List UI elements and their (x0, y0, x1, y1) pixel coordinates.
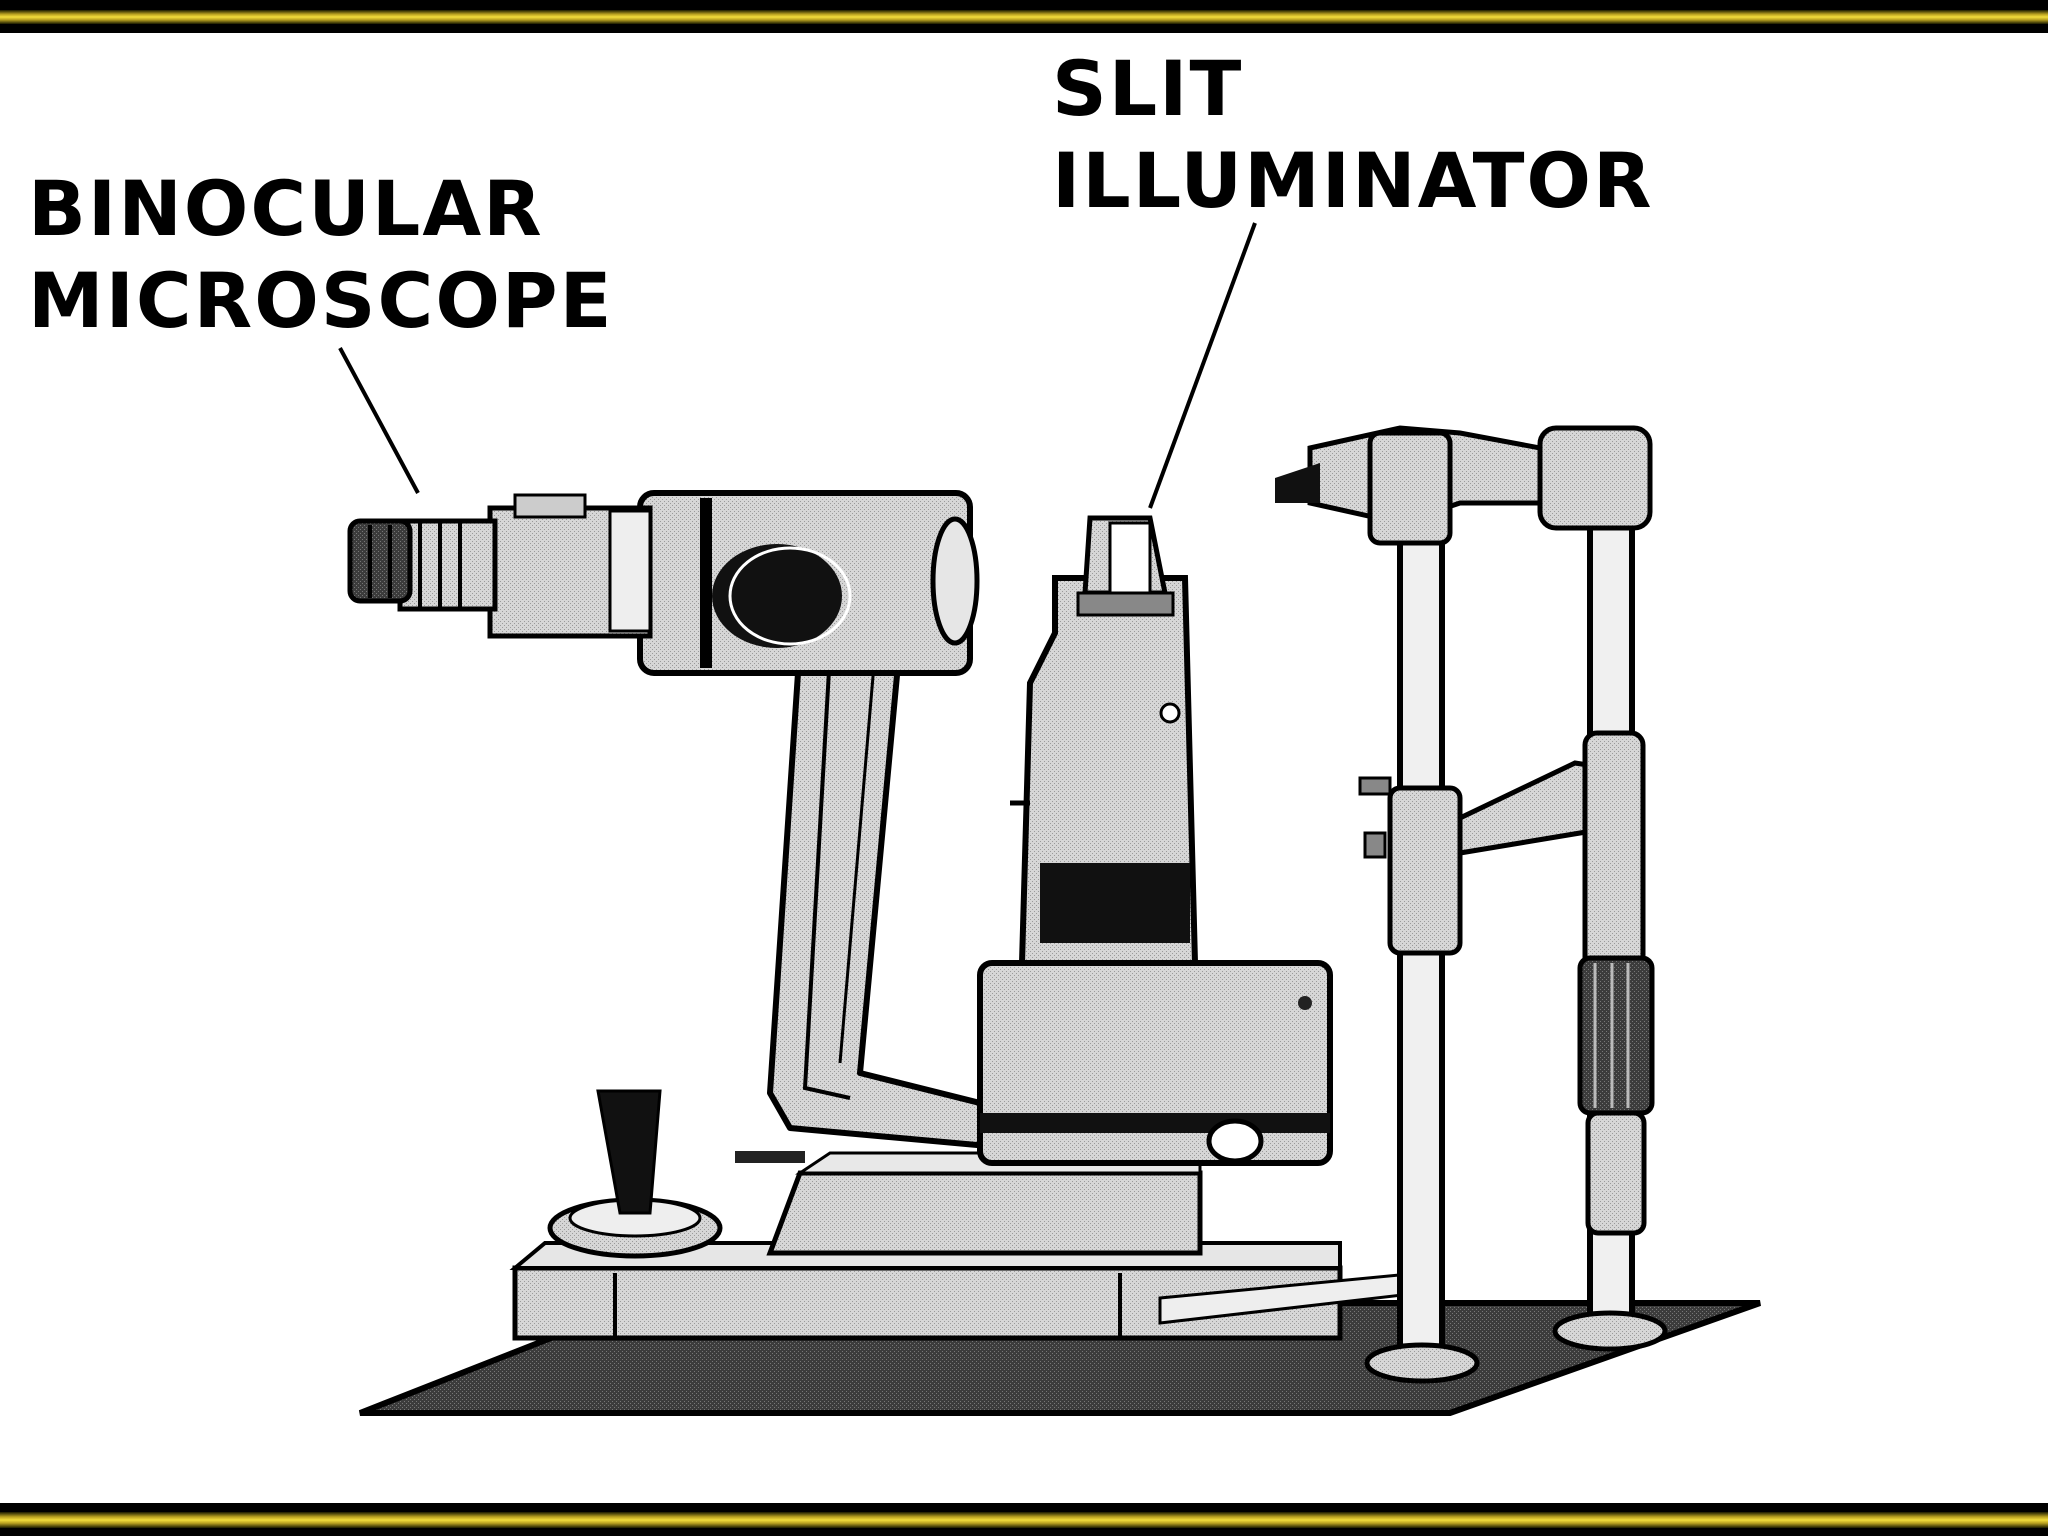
eyepiece-ring (397, 518, 498, 612)
slit-lamp-illustration (338, 222, 1762, 1416)
joystick-handle (596, 1089, 662, 1215)
binocular-label-line1: BINOCULAR (28, 164, 544, 253)
eyepiece-lens (347, 518, 413, 604)
chin-rest-clamp (1387, 785, 1463, 956)
binocular-microscope-label: BINOCULAR MICROSCOPE (28, 163, 614, 347)
binocular-label-line2: MICROSCOPE (28, 256, 614, 345)
slit-illuminator-label: SLIT ILLUMINATOR (1052, 43, 1654, 227)
forehead-clamp (1367, 430, 1453, 546)
illuminator-black-band (1040, 863, 1190, 943)
height-knob (1577, 955, 1655, 1116)
slit-label-line2: ILLUMINATOR (1052, 136, 1654, 225)
diagram-canvas: BINOCULAR MICROSCOPE SLIT ILLUMINATOR (0, 33, 2048, 1503)
microscope-objective (712, 544, 842, 648)
sliding-stage (766, 1170, 1203, 1256)
bottom-border-band (0, 1512, 2048, 1528)
slit-label-line1: SLIT (1052, 44, 1244, 133)
top-border-band (0, 10, 2048, 24)
microscope-leader-line (338, 347, 420, 494)
illuminator-leader-line (1148, 222, 1257, 509)
